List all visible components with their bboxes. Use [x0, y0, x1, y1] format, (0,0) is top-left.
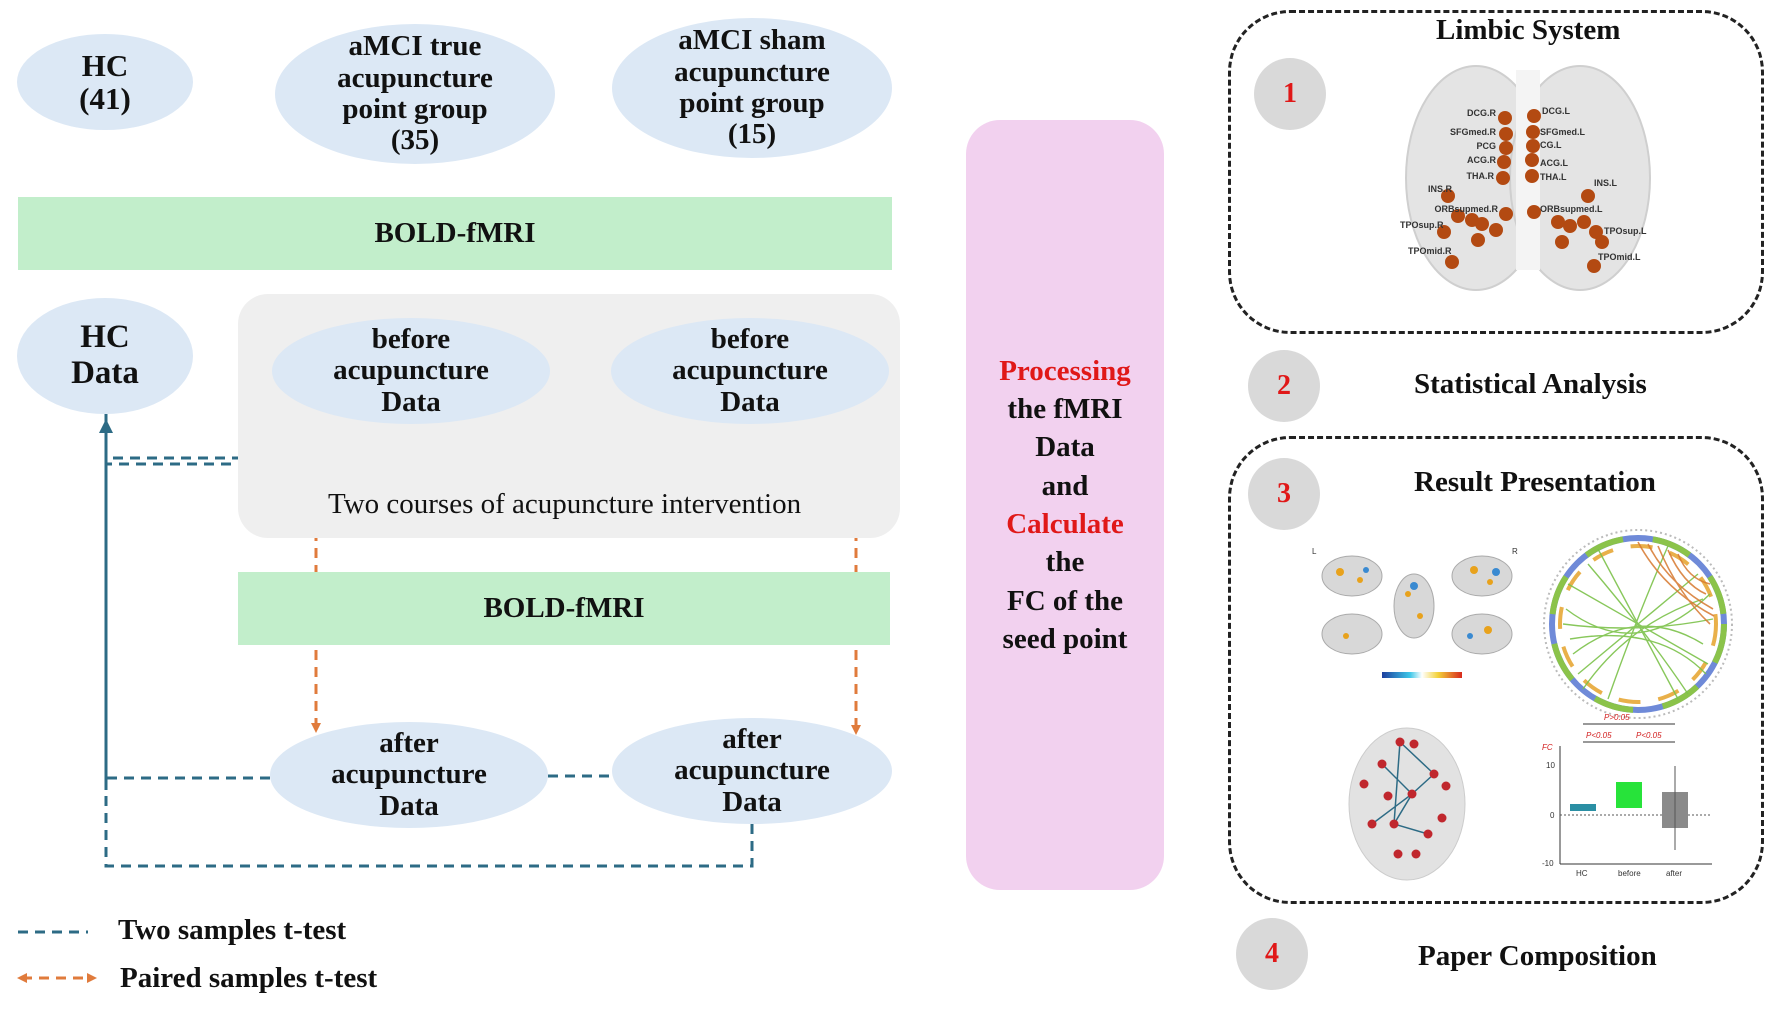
intervention-label: Two courses of acupuncture intervention — [328, 488, 802, 520]
step-2-title: Statistical Analysis — [1414, 368, 1647, 400]
label-tposup-r: TPOsup.R — [1400, 220, 1444, 230]
hc-group-ellipse: HC (41) — [17, 34, 193, 130]
label-orbsupmed-r: ORBsupmed.R — [1434, 204, 1498, 214]
after-sham-ellipse: after acupuncture Data — [612, 718, 892, 824]
hc-data-line-1: HC — [80, 319, 130, 356]
legend-two-samples-label: Two samples t-test — [118, 914, 347, 946]
step-1-circle: 1 — [1254, 58, 1326, 130]
chord-diagram — [1543, 529, 1733, 719]
tick-10: 10 — [1546, 761, 1555, 770]
label-tha-r: THA.R — [1467, 171, 1495, 181]
label-tpomid-l: TPOmid.L — [1598, 252, 1641, 262]
p-right: P<0.05 — [1636, 731, 1662, 740]
process-word-and: and — [1041, 469, 1089, 502]
p-left: P<0.05 — [1586, 731, 1612, 740]
legend-symbols — [17, 930, 97, 983]
step-4-title: Paper Composition — [1418, 940, 1657, 972]
after-sham-line-1: after — [722, 723, 782, 756]
true-group-line-1: aMCI true — [348, 30, 482, 63]
processing-column: Processing the fMRI Data and Calculate t… — [966, 120, 1164, 890]
label-tha-l: THA.L — [1540, 172, 1567, 182]
after-true-line-1: after — [379, 727, 439, 760]
before-true-line-1: before — [371, 323, 451, 356]
p-top: P>0.05 — [1604, 713, 1630, 722]
after-sham-line-2: acupuncture — [674, 754, 830, 787]
sham-group-line-2: acupuncture — [674, 55, 830, 88]
network-brain — [1348, 727, 1466, 881]
hc-group-label: HC — [81, 47, 129, 83]
link-after-sham-to-hc — [104, 790, 754, 868]
sham-group-line-1: aMCI sham — [678, 24, 826, 57]
limbic-system-box — [1228, 10, 1764, 334]
tick-0: 0 — [1550, 811, 1555, 820]
label-ins-l: INS.L — [1594, 178, 1618, 188]
after-true-line-3: Data — [379, 789, 439, 822]
fc-axis-label: FC — [1542, 743, 1553, 752]
true-group-ellipse: aMCI true acupuncture point group (35) — [275, 24, 555, 164]
step-4-circle: 4 — [1236, 918, 1308, 990]
process-word-processing: Processing — [999, 354, 1131, 387]
bold-fmri-band-middle: BOLD-fMRI — [238, 572, 890, 645]
sham-group-ellipse: aMCI sham acupuncture point group (15) — [612, 18, 892, 158]
before-true-ellipse: before acupuncture Data — [272, 318, 550, 424]
before-true-line-2: acupuncture — [333, 354, 489, 387]
hc-group-count: (41) — [79, 81, 131, 116]
cat-after: after — [1666, 869, 1682, 878]
surface-left-label: L — [1312, 547, 1317, 556]
before-sham-line-2: acupuncture — [672, 354, 828, 387]
sham-group-line-3: point group — [679, 87, 825, 119]
label-acg-l: ACG.L — [1540, 158, 1569, 168]
fc-bar-chart: FC 10 0 -10 P>0.05 P<0.05 P<0.05 HC befo… — [1542, 713, 1712, 878]
true-group-line-3: point group — [342, 93, 488, 125]
process-word-seed-point: seed point — [1002, 622, 1128, 655]
process-word-the-fmri: the fMRI — [1007, 393, 1123, 426]
process-word-data: Data — [1035, 431, 1095, 464]
label-cg-l: CG.L — [1540, 140, 1562, 150]
cat-before: before — [1618, 869, 1641, 878]
label-acg-r: ACG.R — [1467, 155, 1497, 165]
step-3-title: Result Presentation — [1414, 466, 1656, 498]
step-1-title: Limbic System — [1436, 14, 1621, 46]
step-2-circle: 2 — [1248, 350, 1320, 422]
limbic-brain-figure: DCG.R DCG.L SFGmed.R SFGmed.L PCG CG.L A… — [1400, 65, 1651, 291]
step-3-circle: 3 — [1248, 458, 1320, 530]
before-sham-line-1: before — [710, 323, 790, 356]
true-group-line-2: acupuncture — [337, 61, 493, 94]
label-ins-r: INS.R — [1428, 184, 1453, 194]
process-word-calculate: Calculate — [1006, 508, 1124, 540]
label-orbsupmed-l: ORBsupmed.L — [1540, 204, 1603, 214]
after-sham-line-3: Data — [722, 785, 782, 818]
label-dcg-r: DCG.R — [1467, 108, 1497, 118]
label-dcg-l: DCG.L — [1542, 106, 1571, 116]
label-pcg: PCG — [1476, 141, 1496, 151]
label-sfgmed-r: SFGmed.R — [1450, 127, 1497, 137]
before-sham-ellipse: before acupuncture Data — [611, 318, 889, 424]
surface-right-label: R — [1512, 547, 1518, 556]
before-sham-line-3: Data — [720, 385, 780, 418]
cat-hc: HC — [1576, 869, 1588, 878]
brain-surface-maps: L R — [1312, 547, 1518, 678]
result-presentation-box — [1228, 436, 1764, 904]
label-tpomid-r: TPOmid.R — [1408, 246, 1452, 256]
process-word-the: the — [1045, 546, 1085, 579]
process-word-fc: FC of the — [1007, 584, 1123, 617]
legend-paired-samples-label: Paired samples t-test — [120, 962, 378, 994]
label-tposup-l: TPOsup.L — [1604, 226, 1647, 236]
label-sfgmed-l: SFGmed.L — [1540, 127, 1586, 137]
after-true-ellipse: after acupuncture Data — [270, 722, 548, 828]
bold-fmri-band-top: BOLD-fMRI — [18, 197, 892, 270]
before-true-line-3: Data — [381, 385, 441, 418]
hc-data-ellipse: HC Data — [17, 298, 193, 414]
sham-group-count: (15) — [727, 118, 777, 151]
tick-neg10: -10 — [1542, 859, 1554, 868]
true-group-count: (35) — [390, 124, 440, 157]
hc-data-line-2: Data — [71, 355, 139, 391]
after-true-line-2: acupuncture — [331, 758, 487, 791]
